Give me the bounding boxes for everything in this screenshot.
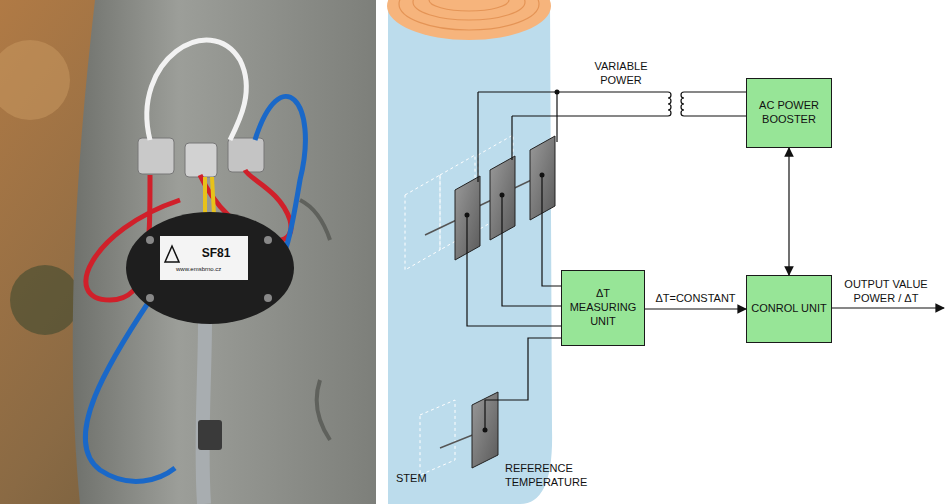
junction-dot	[465, 213, 470, 218]
stem-outline	[388, 0, 554, 504]
screw	[146, 236, 154, 244]
annotation: STEM	[396, 472, 456, 486]
module-label	[160, 236, 248, 280]
booster-wire	[684, 115, 746, 116]
power-wire	[512, 115, 668, 116]
dashed-outline	[420, 400, 455, 475]
sensor-module	[126, 212, 294, 324]
process-box: AC POWER BOOSTER	[746, 78, 832, 148]
transformer-coil	[681, 92, 684, 116]
annotation: VARIABLE POWER	[585, 60, 657, 88]
bokeh	[10, 265, 80, 335]
tree-ring	[413, 0, 525, 20]
process-box: ΔT MEASURING UNIT	[561, 270, 645, 346]
device-label: www.emsbrno.cz	[176, 266, 246, 274]
device-label: SF81	[166, 246, 246, 261]
transformer-coil	[668, 92, 671, 116]
bokeh	[0, 40, 70, 120]
tree-ring	[399, 0, 539, 30]
white-wire	[147, 40, 247, 140]
output-arrow	[832, 307, 944, 308]
power-wire	[478, 91, 668, 92]
annotation: REFERENCE TEMPERATURE	[505, 462, 605, 490]
power-wire	[511, 116, 512, 160]
box-label: AC POWER BOOSTER	[750, 99, 828, 127]
signal-arrow	[645, 308, 746, 309]
edge-label: ΔT=CONSTANT	[655, 292, 735, 306]
bark-knot	[300, 200, 330, 440]
box-label: ΔT MEASURING UNIT	[565, 287, 641, 328]
screw	[264, 294, 272, 302]
screw	[264, 236, 272, 244]
tree-ring	[429, 0, 509, 11]
blue-wire	[85, 300, 175, 481]
reference-clip	[198, 420, 222, 450]
electrodes	[455, 136, 555, 468]
power-wire	[556, 92, 557, 142]
booster-wire	[684, 91, 746, 92]
sensor-photo	[0, 0, 376, 504]
power-wire	[477, 92, 478, 182]
dashed-outline	[405, 175, 440, 270]
process-box: CONROL UNIT	[746, 275, 832, 343]
junction-dot	[483, 428, 488, 433]
junction-dot	[540, 173, 545, 178]
metal-clip	[185, 143, 217, 177]
tree-rings	[387, 0, 551, 40]
junction-dot	[500, 193, 505, 198]
sensor-wire	[502, 195, 561, 306]
junction-dot	[555, 90, 560, 95]
annotation: OUTPUT VALUE POWER / ΔT	[836, 278, 936, 306]
wiring	[467, 92, 944, 430]
box-label: CONROL UNIT	[751, 302, 826, 316]
signal-arrow	[788, 148, 789, 275]
yellow-wire	[205, 177, 214, 215]
reference-wire	[485, 338, 561, 430]
stem-drawing	[387, 0, 554, 504]
junction-dots	[465, 90, 560, 433]
metal-clip	[138, 138, 174, 174]
tree-trunk	[73, 0, 376, 504]
grey-cable	[202, 320, 205, 504]
stem-body	[388, 0, 552, 504]
metal-clip	[228, 138, 264, 172]
sensor-wire	[467, 215, 561, 326]
screw	[146, 294, 154, 302]
sensor-wire	[542, 175, 561, 286]
logo-triangle	[165, 246, 179, 262]
